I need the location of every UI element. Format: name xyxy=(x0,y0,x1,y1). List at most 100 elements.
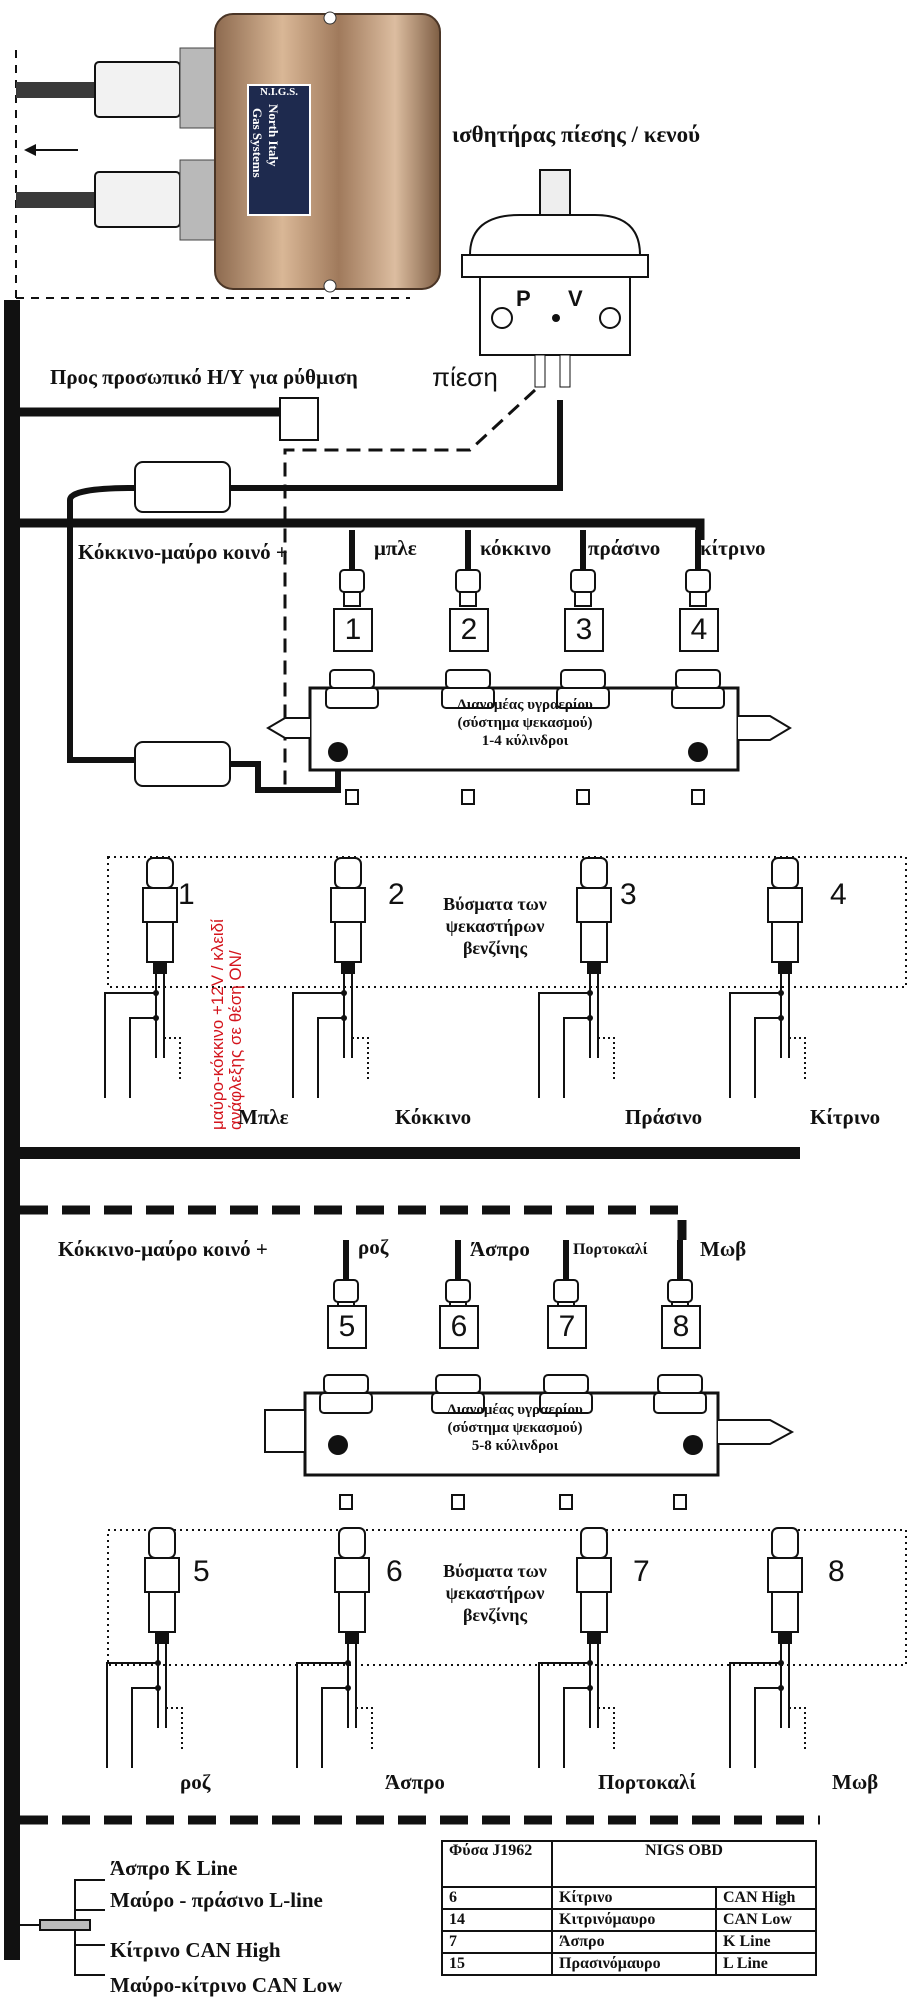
gas-injector-1-plug xyxy=(339,569,365,593)
bank2-wire-label-4: Μωβ xyxy=(700,1237,747,1261)
petrol-plug-2-cap xyxy=(334,857,362,889)
obd-wire-label-3: Κίτρινο CAN High xyxy=(110,1938,281,1962)
plug-number-8: 8 xyxy=(828,1555,845,1588)
petrol-plug-2-tip xyxy=(341,962,355,974)
plug1-title-3: βενζίνης xyxy=(462,938,528,958)
petrol-plug-4-cap xyxy=(771,857,799,889)
petrol-plug-1-socket xyxy=(146,921,174,963)
obd-cell: Πρασινόμαυρο xyxy=(551,1952,717,1976)
petrol-plug-8-lead-2 xyxy=(754,1687,781,1768)
bank2-common-label: Κόκκινο-μαύρο κοινό + xyxy=(58,1237,268,1261)
gas-injector-1-body xyxy=(329,669,375,689)
petrol-plug-7-tip xyxy=(587,1632,601,1644)
gas-injector-4-plug xyxy=(685,569,711,593)
petrol-plug-8-dotted xyxy=(789,1707,806,1750)
cylinder-box-4: 4 xyxy=(679,608,719,652)
petrol-plug-6-node-1 xyxy=(345,1660,351,1666)
petrol-plug-4-tip xyxy=(778,962,792,974)
gas-injector-2-nozzle xyxy=(461,789,475,805)
gas-injector-2-base xyxy=(441,687,495,709)
plug-number-1: 1 xyxy=(178,878,195,911)
obd-table-header: Φύσα J1962 NIGS OBD xyxy=(441,1840,817,1888)
petrol-plug-7-cap xyxy=(580,1527,608,1559)
plug1-title-2: ψεκαστήρων xyxy=(445,916,545,936)
obd-cell: CAN Low xyxy=(715,1908,817,1932)
pc-connector xyxy=(279,397,319,441)
obd-header-col1: Φύσα J1962 xyxy=(441,1840,553,1888)
cylinder-box-8: 8 xyxy=(661,1305,701,1349)
bank2-wire-label-3: Πορτοκαλί xyxy=(573,1241,648,1258)
petrol-plug-5-dotted xyxy=(166,1707,183,1750)
obd-cell: 15 xyxy=(441,1952,553,1976)
petrol-plug-1-cap xyxy=(146,857,174,889)
petrol-plug-5-node-1 xyxy=(155,1660,161,1666)
gas-injector-6-base xyxy=(431,1392,485,1414)
gas-injector-1-nozzle xyxy=(345,789,359,805)
red-note-line2: ανάφλεξης σε θέση ON/ xyxy=(226,950,245,1130)
gas-injector-8-plug xyxy=(667,1279,693,1303)
gas-injector-3-plug xyxy=(570,569,596,593)
fuel-rail-1 xyxy=(266,686,792,772)
bank1-bottom-label-3: Πράσινο xyxy=(625,1105,703,1129)
plug1-title-1: Βύσματα των xyxy=(443,894,547,914)
obd-cell: 7 xyxy=(441,1930,553,1954)
plug-number-2: 2 xyxy=(388,878,405,911)
petrol-plug-6-node-2 xyxy=(345,1685,351,1691)
bank1-common-label: Κόκκινο-μαύρο κοινό + xyxy=(78,540,288,564)
ecu-logo: N.I.G.S. xyxy=(260,86,298,98)
petrol-plug-8-node-2 xyxy=(778,1685,784,1691)
petrol-plug-7-lead-2 xyxy=(563,1687,590,1768)
petrol-plug-3-socket xyxy=(580,921,608,963)
rail2-text: Διανομέας υγραερίου (σύστημα ψεκασμού) 5… xyxy=(330,1401,700,1455)
petrol-plug-6-collar xyxy=(334,1557,370,1593)
petrol-plug-1-node-1 xyxy=(153,990,159,996)
bank1-wire-label-4: κίτρινο xyxy=(700,536,766,560)
petrol-plug-6-cap xyxy=(338,1527,366,1559)
petrol-plug-3-tip xyxy=(587,962,601,974)
petrol-plug-box-2 xyxy=(107,1529,907,1666)
petrol-plug-4-collar xyxy=(767,887,803,923)
cylinder-box-2: 2 xyxy=(449,608,489,652)
ecu-cables xyxy=(16,47,221,241)
gas-injector-3-body xyxy=(560,669,606,689)
petrol-plug-1-lead-2 xyxy=(129,1017,156,1098)
ecu-module xyxy=(214,11,441,293)
gas-injector-5-body xyxy=(323,1374,369,1394)
petrol-plug-1-dotted xyxy=(164,1037,181,1080)
cylinder-box-3: 3 xyxy=(564,608,604,652)
obd-harness xyxy=(20,1879,105,1976)
petrol-plug-8-cap xyxy=(771,1527,799,1559)
direction-arrow xyxy=(24,144,78,156)
pc-label: Προς προσωπικό Η/Υ για ρύθμιση xyxy=(50,365,358,389)
petrol-plug-6-lead-2 xyxy=(321,1687,348,1768)
pressure-vacuum-sensor xyxy=(461,169,649,388)
bank2-dashed-harness xyxy=(20,1205,820,1825)
plug-number-4: 4 xyxy=(830,878,847,911)
gas-injector-2-plug xyxy=(455,569,481,593)
petrol-plug-7-lead-1 xyxy=(538,1662,590,1768)
bank1-wire-label-1: μπλε xyxy=(374,536,417,560)
plug-number-6: 6 xyxy=(386,1555,403,1588)
bank1-bottom-label-4: Κίτρινο xyxy=(810,1105,881,1129)
petrol-plug-5-node-2 xyxy=(155,1685,161,1691)
gas-injector-5-nozzle xyxy=(339,1494,353,1510)
obd-cell: 14 xyxy=(441,1908,553,1932)
plug2-title-1: Βύσματα των xyxy=(443,1561,547,1581)
bank1-wire-label-3: πράσινο xyxy=(588,536,661,560)
obd-header-col2: NIGS OBD xyxy=(551,1840,817,1888)
petrol-plug-2-node-1 xyxy=(341,990,347,996)
obd-cell: L Line xyxy=(715,1952,817,1976)
petrol-plug-5-cap xyxy=(148,1527,176,1559)
rail2-line3: 5-8 κύλινδροι xyxy=(471,1438,559,1454)
sensor-v-label: V xyxy=(568,286,583,311)
gas-injector-1-base xyxy=(325,687,379,709)
gas-injector-3-neck xyxy=(574,591,592,607)
petrol-plug-7-node-2 xyxy=(587,1685,593,1691)
plug-box-1-title: Βύσματα των ψεκαστήρων βενζίνης xyxy=(410,893,580,959)
petrol-plug-6-dotted xyxy=(356,1707,373,1750)
petrol-plug-8-lead-1 xyxy=(729,1662,781,1768)
plug2-title-2: ψεκαστήρων xyxy=(445,1583,545,1603)
obd-cell: CAN High xyxy=(715,1886,817,1910)
petrol-plug-3-dotted xyxy=(598,1037,615,1080)
